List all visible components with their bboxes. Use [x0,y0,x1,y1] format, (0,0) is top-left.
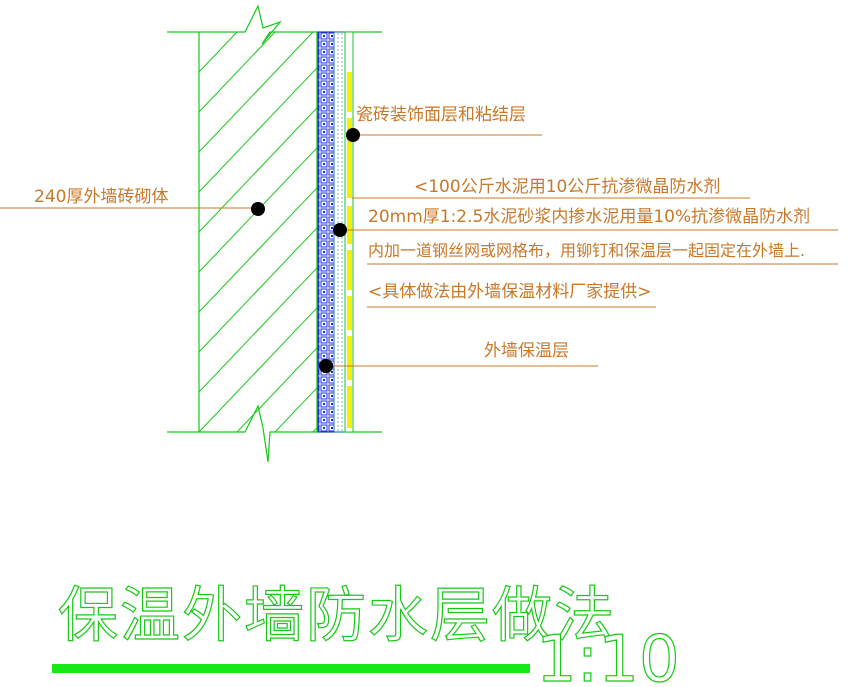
label-mortar-line4: <具体做法由外墙保温材料厂家提供> [368,282,652,302]
top-break-line [167,4,382,45]
leader-lines [0,134,838,367]
masonry-wall [167,4,382,463]
label-mortar-line1: <100公斤水泥用10公斤抗渗微晶防水剂 [414,177,720,197]
label-masonry: 240厚外墙砖砌体 [34,187,168,207]
label-mortar-line2: 20mm厚1:2.5水泥砂浆内掺水泥用量10%抗渗微晶防水剂 [368,207,810,227]
label-tile-layer: 瓷砖装饰面层和粘结层 [356,105,526,125]
dot-insulation [319,359,333,373]
dot-mortar [333,223,347,237]
drawing-title: 保温外墙防水层做法 [58,581,616,651]
label-mortar-line3: 内加一道钢丝网或网格布，用铆钉和保温层一起固定在外墙上. [368,241,805,260]
callout-dots [251,128,360,373]
dot-tile [346,128,360,142]
drawing-scale: 1:10 [536,623,680,687]
bottom-break-line [167,404,382,463]
label-insulation: 外墙保温层 [484,341,569,361]
title-underline [52,664,530,673]
dot-masonry [251,202,265,216]
